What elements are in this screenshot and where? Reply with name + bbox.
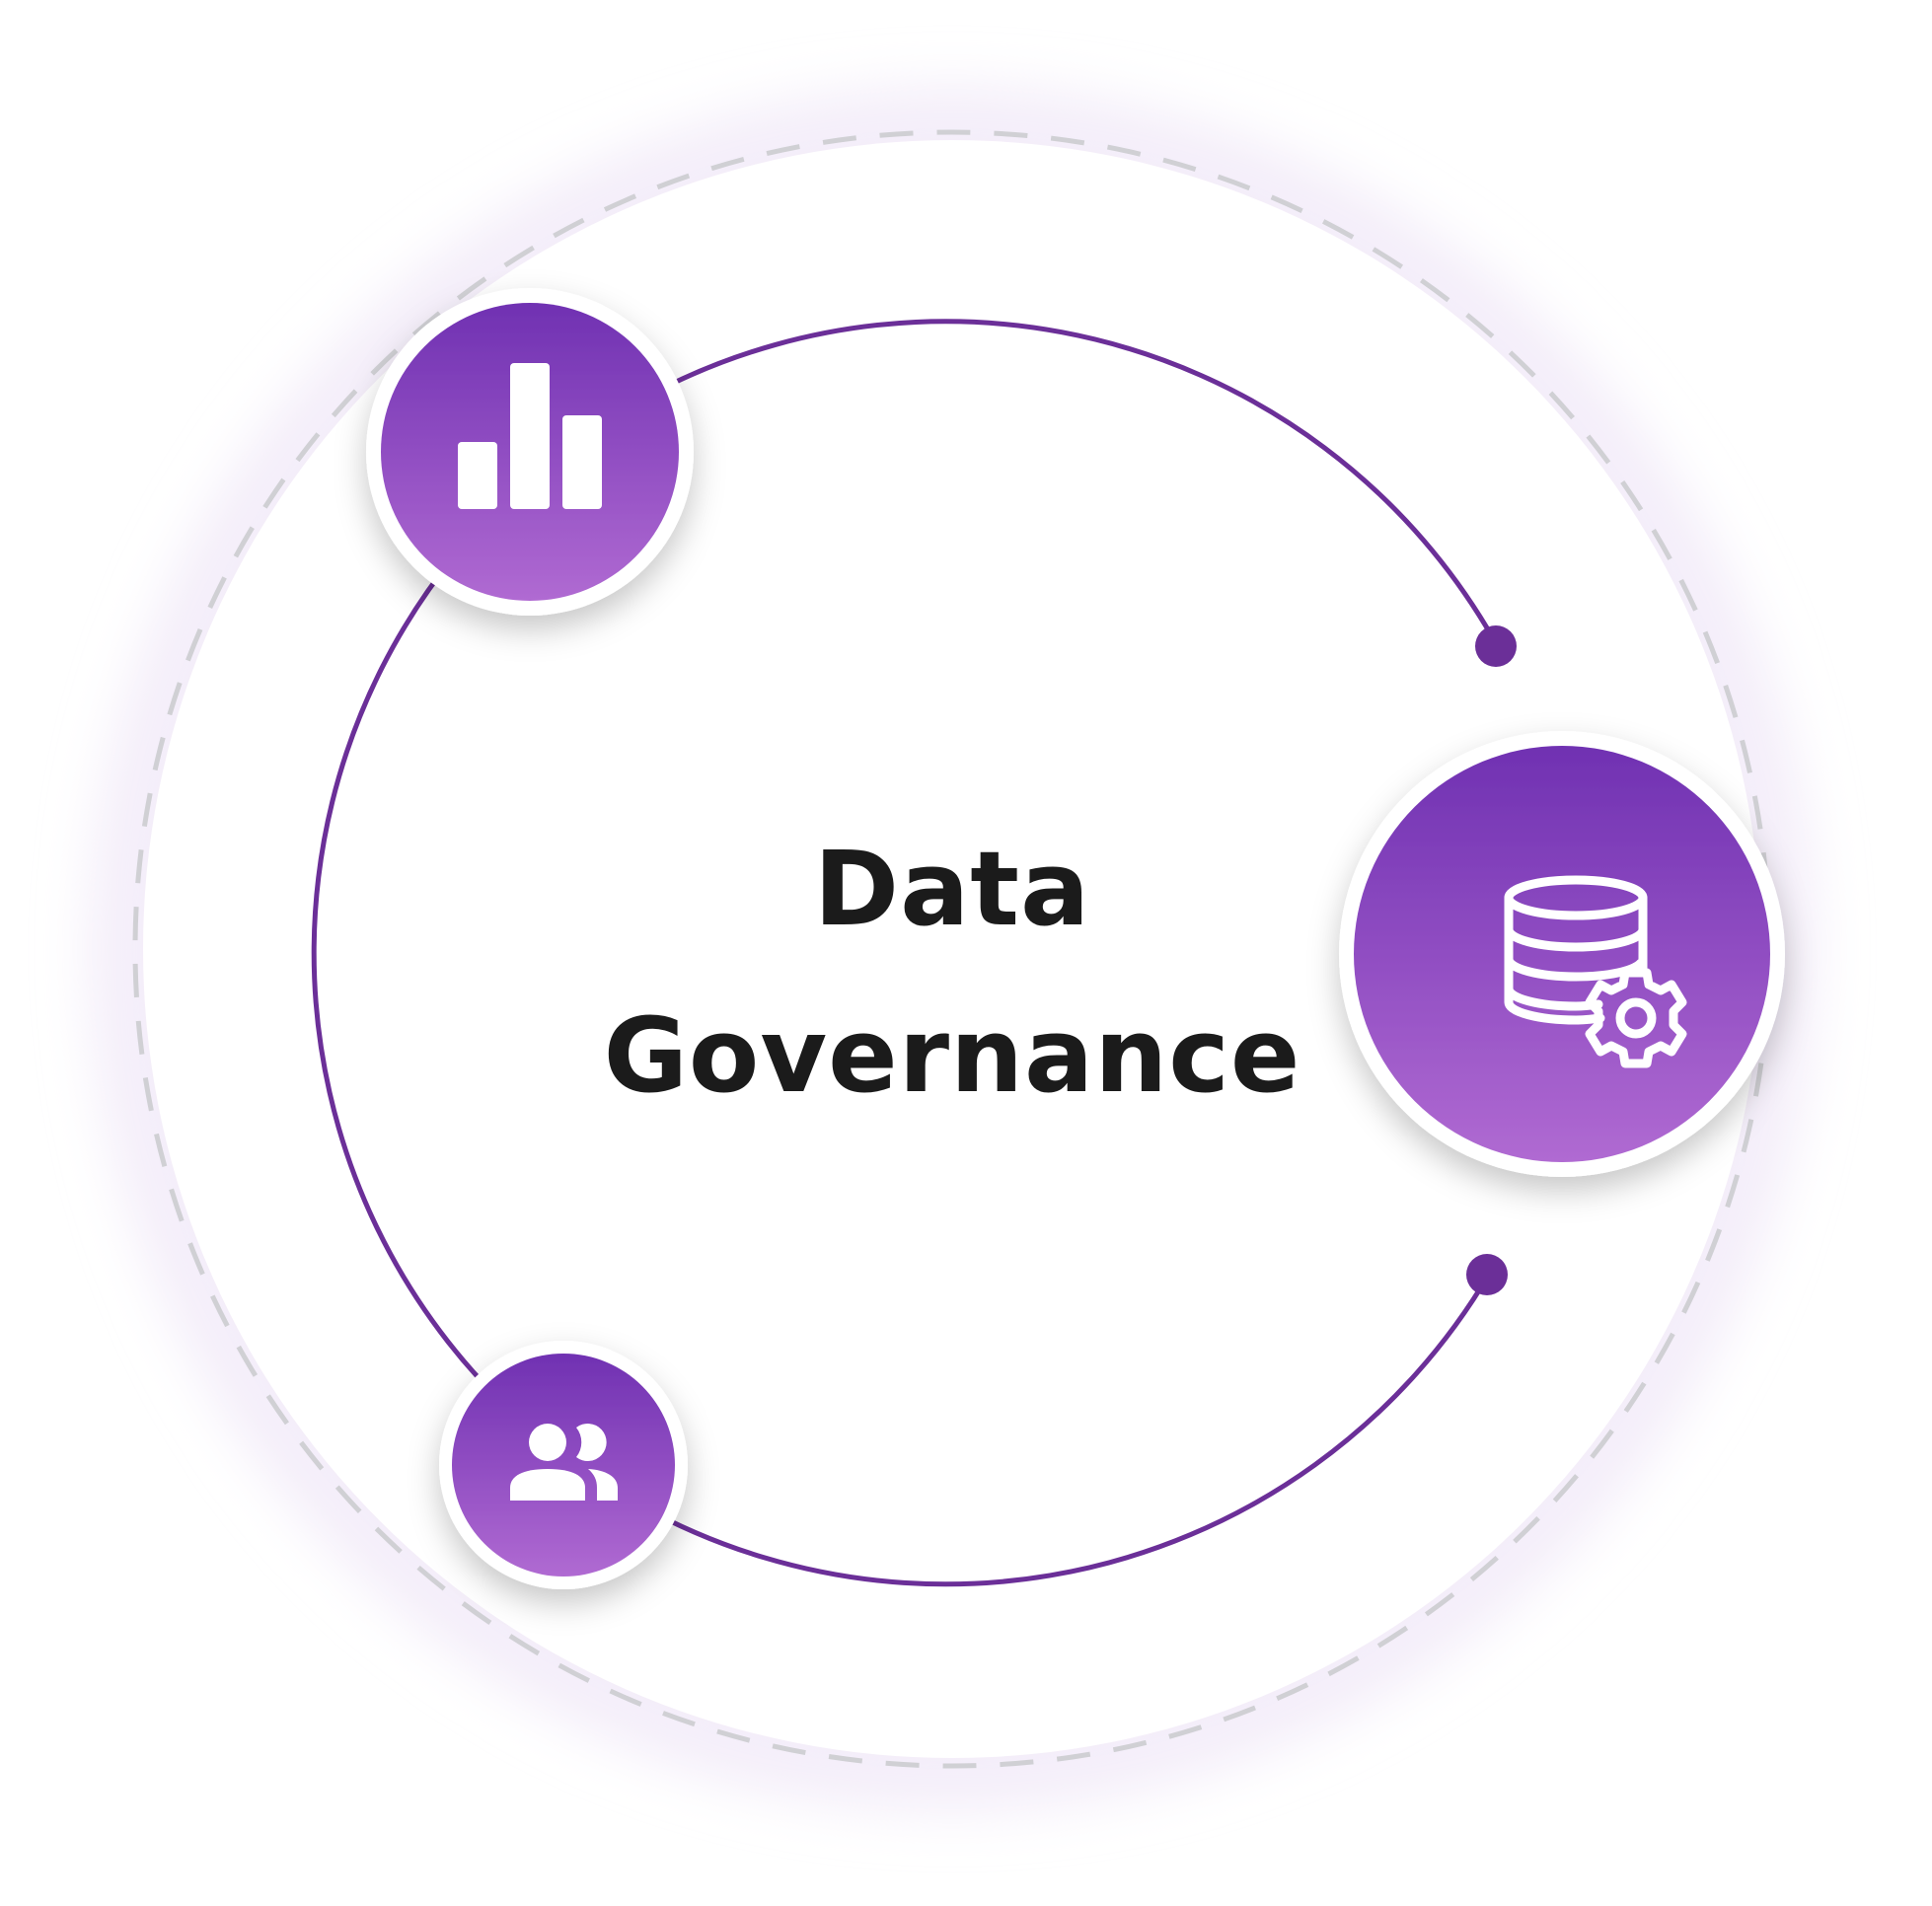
diagram-title: Data Governance (604, 829, 1301, 1116)
database-node (1339, 731, 1785, 1177)
connector-arc (311, 319, 1499, 1587)
bar-chart-icon (458, 363, 602, 509)
title-line-1: Data (814, 829, 1090, 949)
arc-endpoint-dot-top (1475, 625, 1517, 667)
users-icon (510, 1423, 618, 1501)
database-gear-icon (1504, 875, 1687, 1068)
people-node (439, 1341, 688, 1589)
title-line-2: Governance (604, 995, 1301, 1116)
arc-endpoint-dot-bottom (1466, 1254, 1508, 1295)
